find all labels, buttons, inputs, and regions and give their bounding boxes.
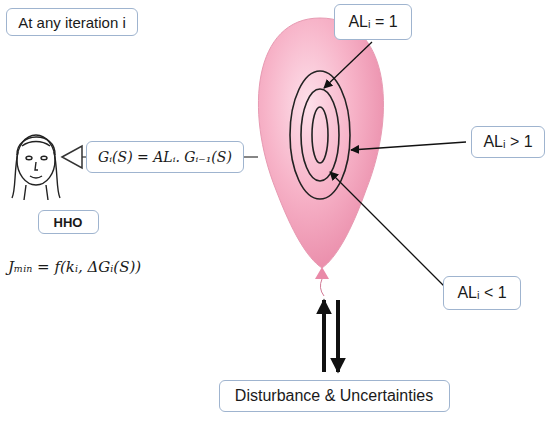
disturbance-arrow: [336, 300, 340, 372]
leader-arrow: [324, 42, 372, 88]
box-text: Gᵢ(S) = ALᵢ. Gᵢ₋₁(S): [98, 149, 232, 165]
leader-arrow: [351, 142, 466, 150]
balloon: [258, 18, 383, 296]
note-box: At any iteration i: [6, 8, 138, 36]
cost-formula: Jₘᵢₙ = f(kᵢ, ΔGᵢ(S)): [8, 258, 141, 276]
disturbance-arrow: [322, 300, 326, 372]
condition-box: ALᵢ > 1: [471, 126, 545, 158]
label-text: Jₘᵢₙ = f(kᵢ, ΔGᵢ(S)): [8, 258, 141, 276]
condition-box: ALᵢ < 1: [443, 276, 521, 310]
box-text: HHO: [54, 215, 83, 230]
box-text: ALᵢ > 1: [483, 133, 532, 151]
formula-box: Gᵢ(S) = ALᵢ. Gᵢ₋₁(S): [86, 141, 244, 173]
view-triangle: [62, 146, 82, 168]
box-text: ALᵢ = 1: [348, 13, 397, 31]
box-text: At any iteration i: [18, 14, 126, 31]
disturbance-box: Disturbance & Uncertainties: [219, 380, 450, 412]
box-text: ALᵢ < 1: [457, 284, 506, 302]
person-face: [12, 135, 60, 200]
leader-arrow: [330, 172, 446, 288]
box-text: Disturbance & Uncertainties: [235, 387, 433, 405]
agent-box: HHO: [38, 210, 99, 234]
condition-box: ALᵢ = 1: [334, 4, 412, 40]
